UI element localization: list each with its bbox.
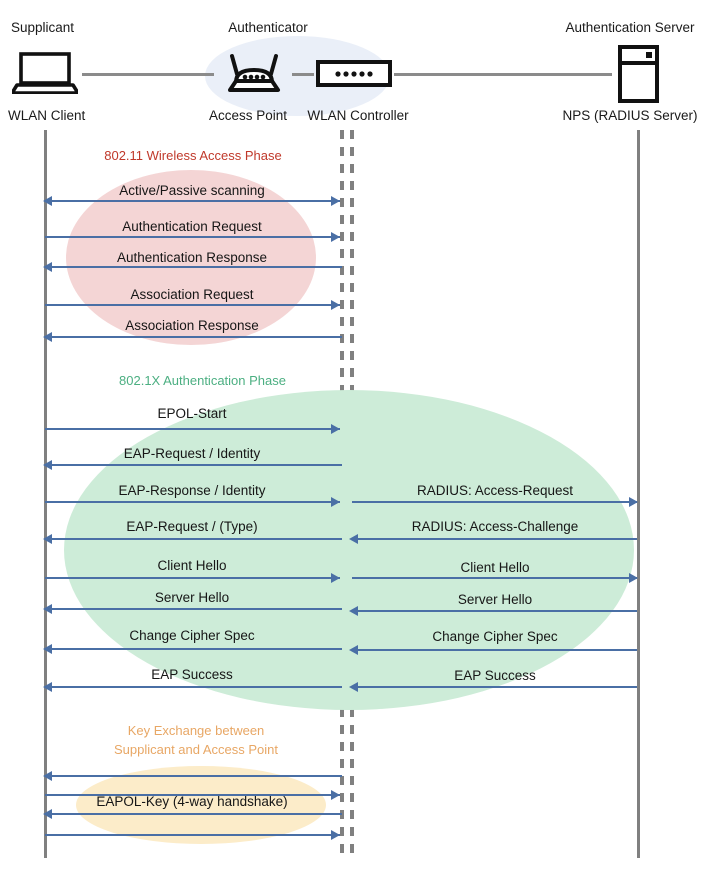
message-label: EAP-Request / (Type) — [126, 519, 258, 534]
message-label: Change Cipher Spec — [129, 628, 255, 643]
message-label: RADIUS: Access-Challenge — [411, 519, 579, 534]
message-line — [358, 538, 637, 540]
message-line — [45, 834, 340, 836]
message-line — [358, 610, 637, 612]
message-line — [358, 649, 637, 651]
phase-ellipse-key — [76, 766, 326, 844]
arrowhead-left-icon — [349, 645, 358, 655]
wire-client-to-ap — [82, 73, 214, 76]
message-label: EAP-Request / Identity — [123, 446, 261, 461]
arrowhead-left-icon — [43, 332, 52, 342]
actor-device-wlan-controller: WLAN Controller — [307, 108, 409, 123]
arrowhead-left-icon — [43, 460, 52, 470]
message-label: Client Hello — [460, 560, 530, 575]
message-label: RADIUS: Access-Request — [416, 483, 574, 498]
server-rack-icon — [618, 45, 660, 108]
arrowhead-left-icon — [43, 604, 52, 614]
message-line — [45, 428, 340, 430]
phase-label-key-line2: Supplicant and Access Point — [113, 742, 279, 757]
message-line — [45, 501, 340, 503]
phase-ellipse-wireless — [66, 170, 316, 345]
message-line — [52, 686, 342, 688]
message-label: EPOL-Start — [157, 406, 227, 421]
arrowhead-right-icon — [629, 573, 638, 583]
arrowhead-right-icon — [629, 497, 638, 507]
network-switch-icon — [316, 60, 392, 92]
message-line — [52, 813, 342, 815]
arrowhead-left-icon — [43, 262, 52, 272]
actor-role-authenticator: Authenticator — [228, 20, 308, 35]
message-label: Association Request — [130, 287, 254, 302]
message-line — [52, 538, 342, 540]
message-label: Active/Passive scanning — [119, 183, 265, 198]
message-line — [45, 577, 340, 579]
actor-role-authentication-server: Authentication Server — [565, 20, 695, 35]
message-label: EAPOL-Key (4-way handshake) — [96, 794, 288, 809]
wireless-router-icon — [218, 50, 290, 99]
arrowhead-left-icon — [43, 809, 52, 819]
phase-label-dot1x: 802.1X Authentication Phase — [119, 373, 286, 388]
message-label: Change Cipher Spec — [432, 629, 558, 644]
arrowhead-left-icon — [349, 682, 358, 692]
wire-ap-to-wlc — [292, 73, 314, 76]
actor-role-supplicant: Supplicant — [11, 20, 75, 35]
phase-label-key-line1: Key Exchange between — [127, 723, 265, 738]
message-label: Client Hello — [157, 558, 227, 573]
message-line — [352, 501, 637, 503]
message-line — [45, 236, 340, 238]
message-label: Authentication Response — [116, 250, 268, 265]
lifeline-supplicant — [44, 130, 47, 858]
arrowhead-left-icon — [43, 644, 52, 654]
arrowhead-left-icon — [43, 771, 52, 781]
phase-label-wireless: 802.11 Wireless Access Phase — [104, 148, 282, 163]
arrowhead-right-icon — [331, 497, 340, 507]
arrowhead-right-icon — [331, 830, 340, 840]
message-line — [52, 775, 342, 777]
message-line — [52, 464, 342, 466]
lifeline-authentication-server — [637, 130, 640, 858]
laptop-icon — [10, 52, 80, 99]
message-line — [52, 648, 342, 650]
message-line — [52, 336, 342, 338]
phase-ellipse-dot1x — [64, 390, 634, 710]
wire-wlc-to-nps — [394, 73, 612, 76]
message-label: Server Hello — [457, 592, 533, 607]
arrowhead-left-icon — [43, 534, 52, 544]
message-line — [52, 200, 340, 202]
arrowhead-left-icon — [349, 606, 358, 616]
message-label: Authentication Request — [122, 219, 262, 234]
arrowhead-right-icon — [331, 300, 340, 310]
arrowhead-left-icon — [43, 682, 52, 692]
actor-device-wlan-client: WLAN Client — [8, 108, 86, 123]
arrowhead-right-icon — [331, 232, 340, 242]
message-line — [45, 304, 340, 306]
arrowhead-right-icon — [331, 573, 340, 583]
message-line — [352, 577, 637, 579]
message-line — [45, 794, 340, 796]
arrowhead-right-icon — [331, 196, 340, 206]
message-label: EAP Success — [454, 668, 536, 683]
message-label: Server Hello — [154, 590, 230, 605]
message-line — [358, 686, 637, 688]
arrowhead-right-icon — [331, 424, 340, 434]
arrowhead-right-icon — [331, 790, 340, 800]
message-label: EAP Success — [151, 667, 233, 682]
message-line — [52, 266, 342, 268]
arrowhead-left-icon — [43, 196, 52, 206]
message-line — [52, 608, 342, 610]
actor-device-nps-radius-server: NPS (RADIUS Server) — [562, 108, 698, 123]
message-label: Association Response — [125, 318, 259, 333]
actor-device-access-point: Access Point — [208, 108, 288, 123]
message-label: EAP-Response / Identity — [118, 483, 266, 498]
arrowhead-left-icon — [349, 534, 358, 544]
